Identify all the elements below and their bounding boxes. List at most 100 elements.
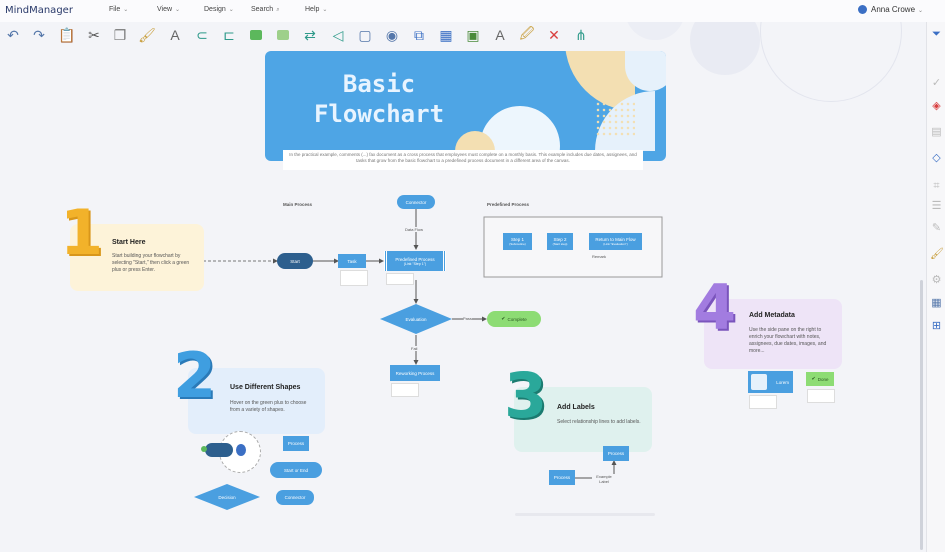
title-line: Flowchart xyxy=(313,100,445,128)
metadata-node-image[interactable]: Lorem xyxy=(748,371,793,393)
layout-icon[interactable]: ▦ xyxy=(439,26,453,43)
search-icon: ⌕ xyxy=(276,7,280,13)
start-shape-demo[interactable] xyxy=(205,443,233,457)
format-painter-icon[interactable]: 🖌 xyxy=(138,26,156,43)
metadata-info xyxy=(807,389,835,403)
card-text: Select relationship lines to add labels. xyxy=(557,419,641,425)
boundary-icon[interactable]: ◁ xyxy=(332,26,344,43)
brush-icon[interactable]: 🖌 xyxy=(930,248,944,260)
banner-description: In the practical example, comments (...)… xyxy=(283,150,643,170)
properties-icon[interactable]: ⚙ xyxy=(931,274,942,286)
connector-shape-demo[interactable]: Connector xyxy=(276,490,314,505)
undo-icon[interactable]: ↶ xyxy=(7,26,19,43)
menu-label: File xyxy=(109,6,121,13)
font-icon[interactable]: A xyxy=(495,27,505,43)
card-metadata xyxy=(704,299,842,369)
process-shape-demo[interactable]: Process xyxy=(603,446,629,461)
chevron-down-icon: ⌄ xyxy=(228,7,234,13)
topic-icon[interactable]: ⊂ xyxy=(196,26,208,43)
attachment-icon[interactable]: ⌗ xyxy=(933,180,940,192)
copy-icon[interactable]: ❐ xyxy=(113,26,127,43)
notes-icon[interactable]: ▤ xyxy=(931,126,942,138)
scrollbar[interactable] xyxy=(920,280,923,550)
connector-shape[interactable]: Connector xyxy=(397,195,435,209)
predefined-info xyxy=(386,273,414,285)
chevron-down-icon: ⌄ xyxy=(918,8,924,14)
picture-icon[interactable]: ▣ xyxy=(466,26,480,43)
image-icon[interactable]: ▢ xyxy=(358,26,372,43)
link-icon[interactable]: ⧉ xyxy=(414,26,424,43)
reworking-info xyxy=(391,383,419,397)
start-end-shape-demo[interactable]: Start or End xyxy=(270,462,322,478)
card-title: Start Here xyxy=(112,239,146,246)
return-shape[interactable]: Return to Main Flow (Link "Evaluation") xyxy=(589,233,642,250)
process-shape-demo[interactable]: Process xyxy=(549,470,575,485)
predefined-process-shape[interactable]: Predefined Process (Link "Step 1") xyxy=(384,251,446,271)
placeholder-line xyxy=(515,513,655,516)
menu-help[interactable]: Help⌄ xyxy=(305,6,327,13)
priority-icon[interactable]: ◈ xyxy=(932,100,941,112)
metadata-info xyxy=(749,395,777,409)
user-account[interactable]: Anna Crowe⌄ xyxy=(858,5,924,15)
shape-label: Step 1 xyxy=(510,237,524,242)
section-main-process: Main Process xyxy=(283,202,313,207)
task-shape[interactable]: Task xyxy=(338,254,366,268)
reworking-process-shape[interactable]: Reworking Process xyxy=(390,365,440,381)
callout-icon[interactable] xyxy=(274,26,292,44)
shape-label: Lorem xyxy=(776,379,789,385)
menu-design[interactable]: Design⌄ xyxy=(204,6,234,13)
task-icon[interactable]: ☰ xyxy=(931,200,942,212)
cut-icon[interactable]: ✂ xyxy=(88,26,100,43)
shape-label: Done xyxy=(817,376,829,382)
shape-option-icon[interactable] xyxy=(236,444,246,456)
menu-file[interactable]: File⌄ xyxy=(109,6,128,13)
relationship-icon[interactable]: ⇄ xyxy=(304,26,316,43)
text-icon[interactable]: A xyxy=(170,27,180,43)
card-title: Add Metadata xyxy=(749,312,795,319)
step-number-2: 2 xyxy=(173,339,217,412)
complete-shape[interactable]: ✔Complete xyxy=(487,311,541,327)
process-shape-demo[interactable]: Process xyxy=(283,436,309,451)
banner-dots xyxy=(595,101,635,137)
edit-icon[interactable]: ✎ xyxy=(931,222,942,234)
menu-search[interactable]: Search⌕ xyxy=(251,6,280,14)
card-text: Start building your flowchart by selecti… xyxy=(112,253,190,273)
add-topic-icon[interactable] xyxy=(247,26,265,44)
chevron-down-icon: ⌄ xyxy=(123,7,129,13)
map-icon[interactable]: ▦ xyxy=(931,297,942,309)
pass-label[interactable]: Pass xyxy=(463,316,472,321)
section-predefined-process: Predefined Process xyxy=(487,202,530,207)
fail-label[interactable]: Fail xyxy=(411,346,418,351)
check-icon[interactable]: ✓ xyxy=(931,77,942,89)
menu-bar: MindManager File⌄ View⌄ Design⌄ Search⌕ … xyxy=(0,0,945,22)
add-topic-icon[interactable] xyxy=(201,446,207,452)
decision-shape-demo[interactable]: Decision xyxy=(218,494,236,500)
filter-icon[interactable]: ⏷ xyxy=(932,28,941,40)
shape-label: Complete xyxy=(507,316,527,322)
menu-label: Help xyxy=(305,6,320,13)
paste-icon[interactable]: 📋 xyxy=(58,26,76,43)
card-labels xyxy=(514,387,652,452)
evaluation-label[interactable]: Evaluation xyxy=(405,316,427,322)
start-shape[interactable]: Start xyxy=(277,253,313,269)
delete-icon[interactable]: ✕ xyxy=(548,26,560,43)
shape-label: Return to Main Flow xyxy=(595,237,636,242)
step1-shape[interactable]: Step 1 (Subroutine) xyxy=(503,233,532,250)
shape-sublabel: (Link "Step 1") xyxy=(403,261,427,266)
share-icon[interactable]: ⋔ xyxy=(575,26,587,43)
data-flow-label[interactable]: Data Flow xyxy=(405,227,424,232)
menu-view[interactable]: View⌄ xyxy=(157,6,180,13)
tag-icon[interactable]: ◇ xyxy=(932,152,941,164)
clear-format-icon[interactable]: 🖉 xyxy=(519,25,535,41)
marker-icon[interactable]: ◉ xyxy=(385,26,399,43)
redo-icon[interactable]: ↷ xyxy=(33,26,45,43)
card-text: Use the side pane on the right to enrich… xyxy=(749,327,827,354)
grid-icon[interactable]: ⊞ xyxy=(931,320,942,332)
metadata-node-done[interactable]: ✔Done xyxy=(806,372,834,386)
example-label[interactable]: Example Label xyxy=(592,474,616,484)
shape-sublabel: (Start step) xyxy=(552,242,568,246)
avatar xyxy=(858,5,867,15)
step2-shape[interactable]: Step 2 (Start step) xyxy=(547,233,573,250)
subtopic-icon[interactable]: ⊏ xyxy=(223,26,235,43)
shape-sublabel: (Subroutine) xyxy=(509,242,526,246)
